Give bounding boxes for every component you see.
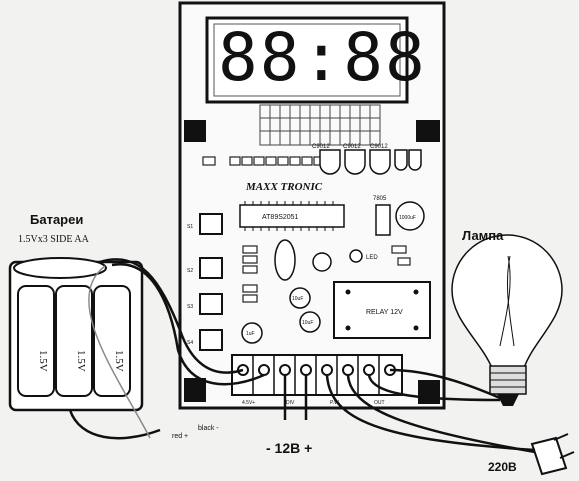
terminal-label-div: DIV [286, 400, 295, 406]
wire-red-label: red + [172, 433, 189, 440]
dc-power-label: - 12В + [266, 440, 313, 456]
cap-label-10uf-b: 10uF [302, 320, 313, 326]
power-plug [530, 433, 575, 476]
relay-label: RELAY 12V [366, 309, 403, 316]
brand-logo: MAXX TRONIC [245, 181, 323, 193]
capacitor-large [395, 201, 425, 231]
battery-cell-label-2: 1.5V [75, 350, 87, 372]
cap-label-10uf-a: 10uF [292, 296, 303, 302]
push-buttons [199, 213, 223, 351]
seven-segment-display [205, 16, 409, 104]
terminal-label-out: OUT [374, 400, 385, 406]
transistor-label-3: C9012 [370, 144, 388, 150]
resistor-row [202, 156, 325, 166]
chip-label: AT89S2051 [262, 214, 299, 221]
wire-black-label: black - [198, 425, 219, 432]
battery-cell-label-3: 1.5V [113, 350, 125, 372]
resistors-left [242, 245, 411, 303]
transistor-label-2: C9012 [343, 144, 361, 150]
transistor-label-1: C9012 [312, 144, 330, 150]
battery-cell-label-1: 1.5V [37, 350, 49, 372]
crystal [274, 239, 296, 281]
lamp-title: Лампа [462, 228, 504, 243]
capacitor-10uf-a [289, 287, 311, 309]
regulator-label: 7805 [373, 196, 387, 202]
relay [333, 281, 431, 339]
capacitor-1uf [241, 322, 263, 344]
battery-title: Батареи [30, 212, 84, 227]
light-bulb [451, 234, 563, 406]
ac-power-label: 220В [488, 460, 517, 474]
led-label: LED [366, 255, 378, 261]
battery-holder [8, 257, 144, 412]
display-digits: 88:88 [218, 19, 427, 96]
capacitor-large-label: 1000uF [399, 215, 416, 221]
microcontroller-chip [239, 201, 345, 231]
button-label-s1: S1 [187, 224, 193, 230]
terminal-block [231, 354, 403, 396]
pin-header [259, 104, 381, 146]
battery-spec: 1.5Vx3 SIDE AA [18, 234, 89, 245]
battery-wire-white [88, 265, 151, 439]
button-label-s2: S2 [187, 268, 193, 274]
terminal-label-battery: 4.5V+ [242, 400, 255, 406]
transistor-small [312, 252, 332, 272]
led [349, 249, 363, 263]
cap-label-1uf: 1uF [246, 331, 255, 337]
transistors [319, 149, 422, 175]
button-label-s4: S4 [187, 340, 193, 346]
terminal-label-pw: P.W [330, 400, 339, 406]
voltage-regulator [375, 204, 391, 236]
button-label-s3: S3 [187, 304, 193, 310]
capacitor-10uf-b [299, 311, 321, 333]
